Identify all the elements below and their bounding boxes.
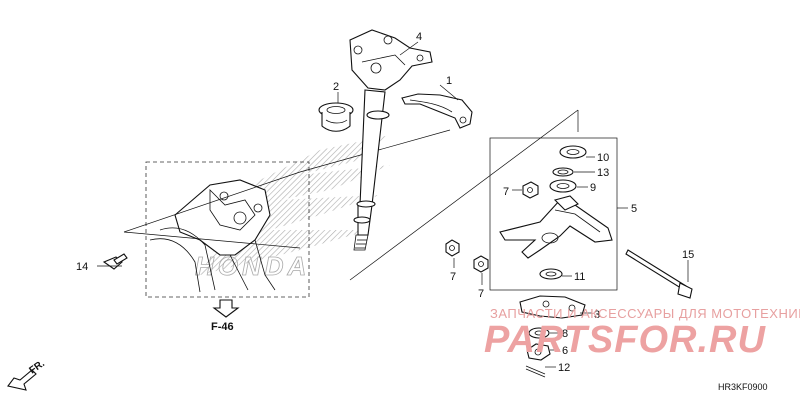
frame-reference-arrow: F-46 [211,299,240,333]
callout-15: 15 [682,249,694,261]
bolt-15 [625,249,693,299]
washer-8 [528,327,550,339]
callout-leaders [97,41,689,368]
bolt-14 [102,253,128,270]
column-holder [401,93,473,129]
callout-7-middle: 7 [450,271,456,283]
callout-labels: 1 2 3 4 5 6 7 7 7 8 9 10 11 12 13 14 15 [76,31,694,374]
nut-7-lower [473,255,489,273]
callout-8: 8 [562,328,568,340]
callout-13: 13 [597,167,609,179]
watermark-logo: PARTSFOR.RU [484,319,766,361]
nut-7-middle [445,239,460,257]
callout-9: 9 [590,182,596,194]
handlebar-holder [349,29,433,91]
cotter-pin-12 [525,365,546,378]
callout-2: 2 [333,81,339,93]
callout-12: 12 [558,362,570,374]
callout-14: 14 [76,261,88,273]
frame-detail-box [145,161,310,298]
callout-3: 3 [594,309,600,321]
callout-4: 4 [416,31,422,43]
column-bushing [318,102,354,132]
callout-7-lower: 7 [478,288,484,300]
nut-6 [526,343,551,361]
lower-bracket-assembly [489,137,618,291]
diagram-code: HR3KF0900 [718,382,768,392]
perspective-lines [123,109,579,281]
callout-5: 5 [631,203,637,215]
callout-1: 1 [446,75,452,87]
honda-lettering: HONDA [195,251,310,281]
watermark-tagline: ЗАПЧАСТИ И АКСЕССУАРЫ ДЛЯ МОТОТЕХНИКИ [490,306,800,321]
steering-knuckle [519,295,586,319]
front-direction-arrow: FR. [7,358,47,391]
steering-stem [353,89,390,251]
callout-11: 11 [574,271,585,283]
callout-6: 6 [562,345,568,357]
nut-7-upper [522,181,539,199]
frame-reference-label: F-46 [211,321,234,333]
callout-7-upper: 7 [503,186,509,198]
callout-10: 10 [597,152,609,164]
watermark: ЗАПЧАСТИ И АКСЕССУАРЫ ДЛЯ МОТОТЕХНИКИ PA… [484,306,800,361]
